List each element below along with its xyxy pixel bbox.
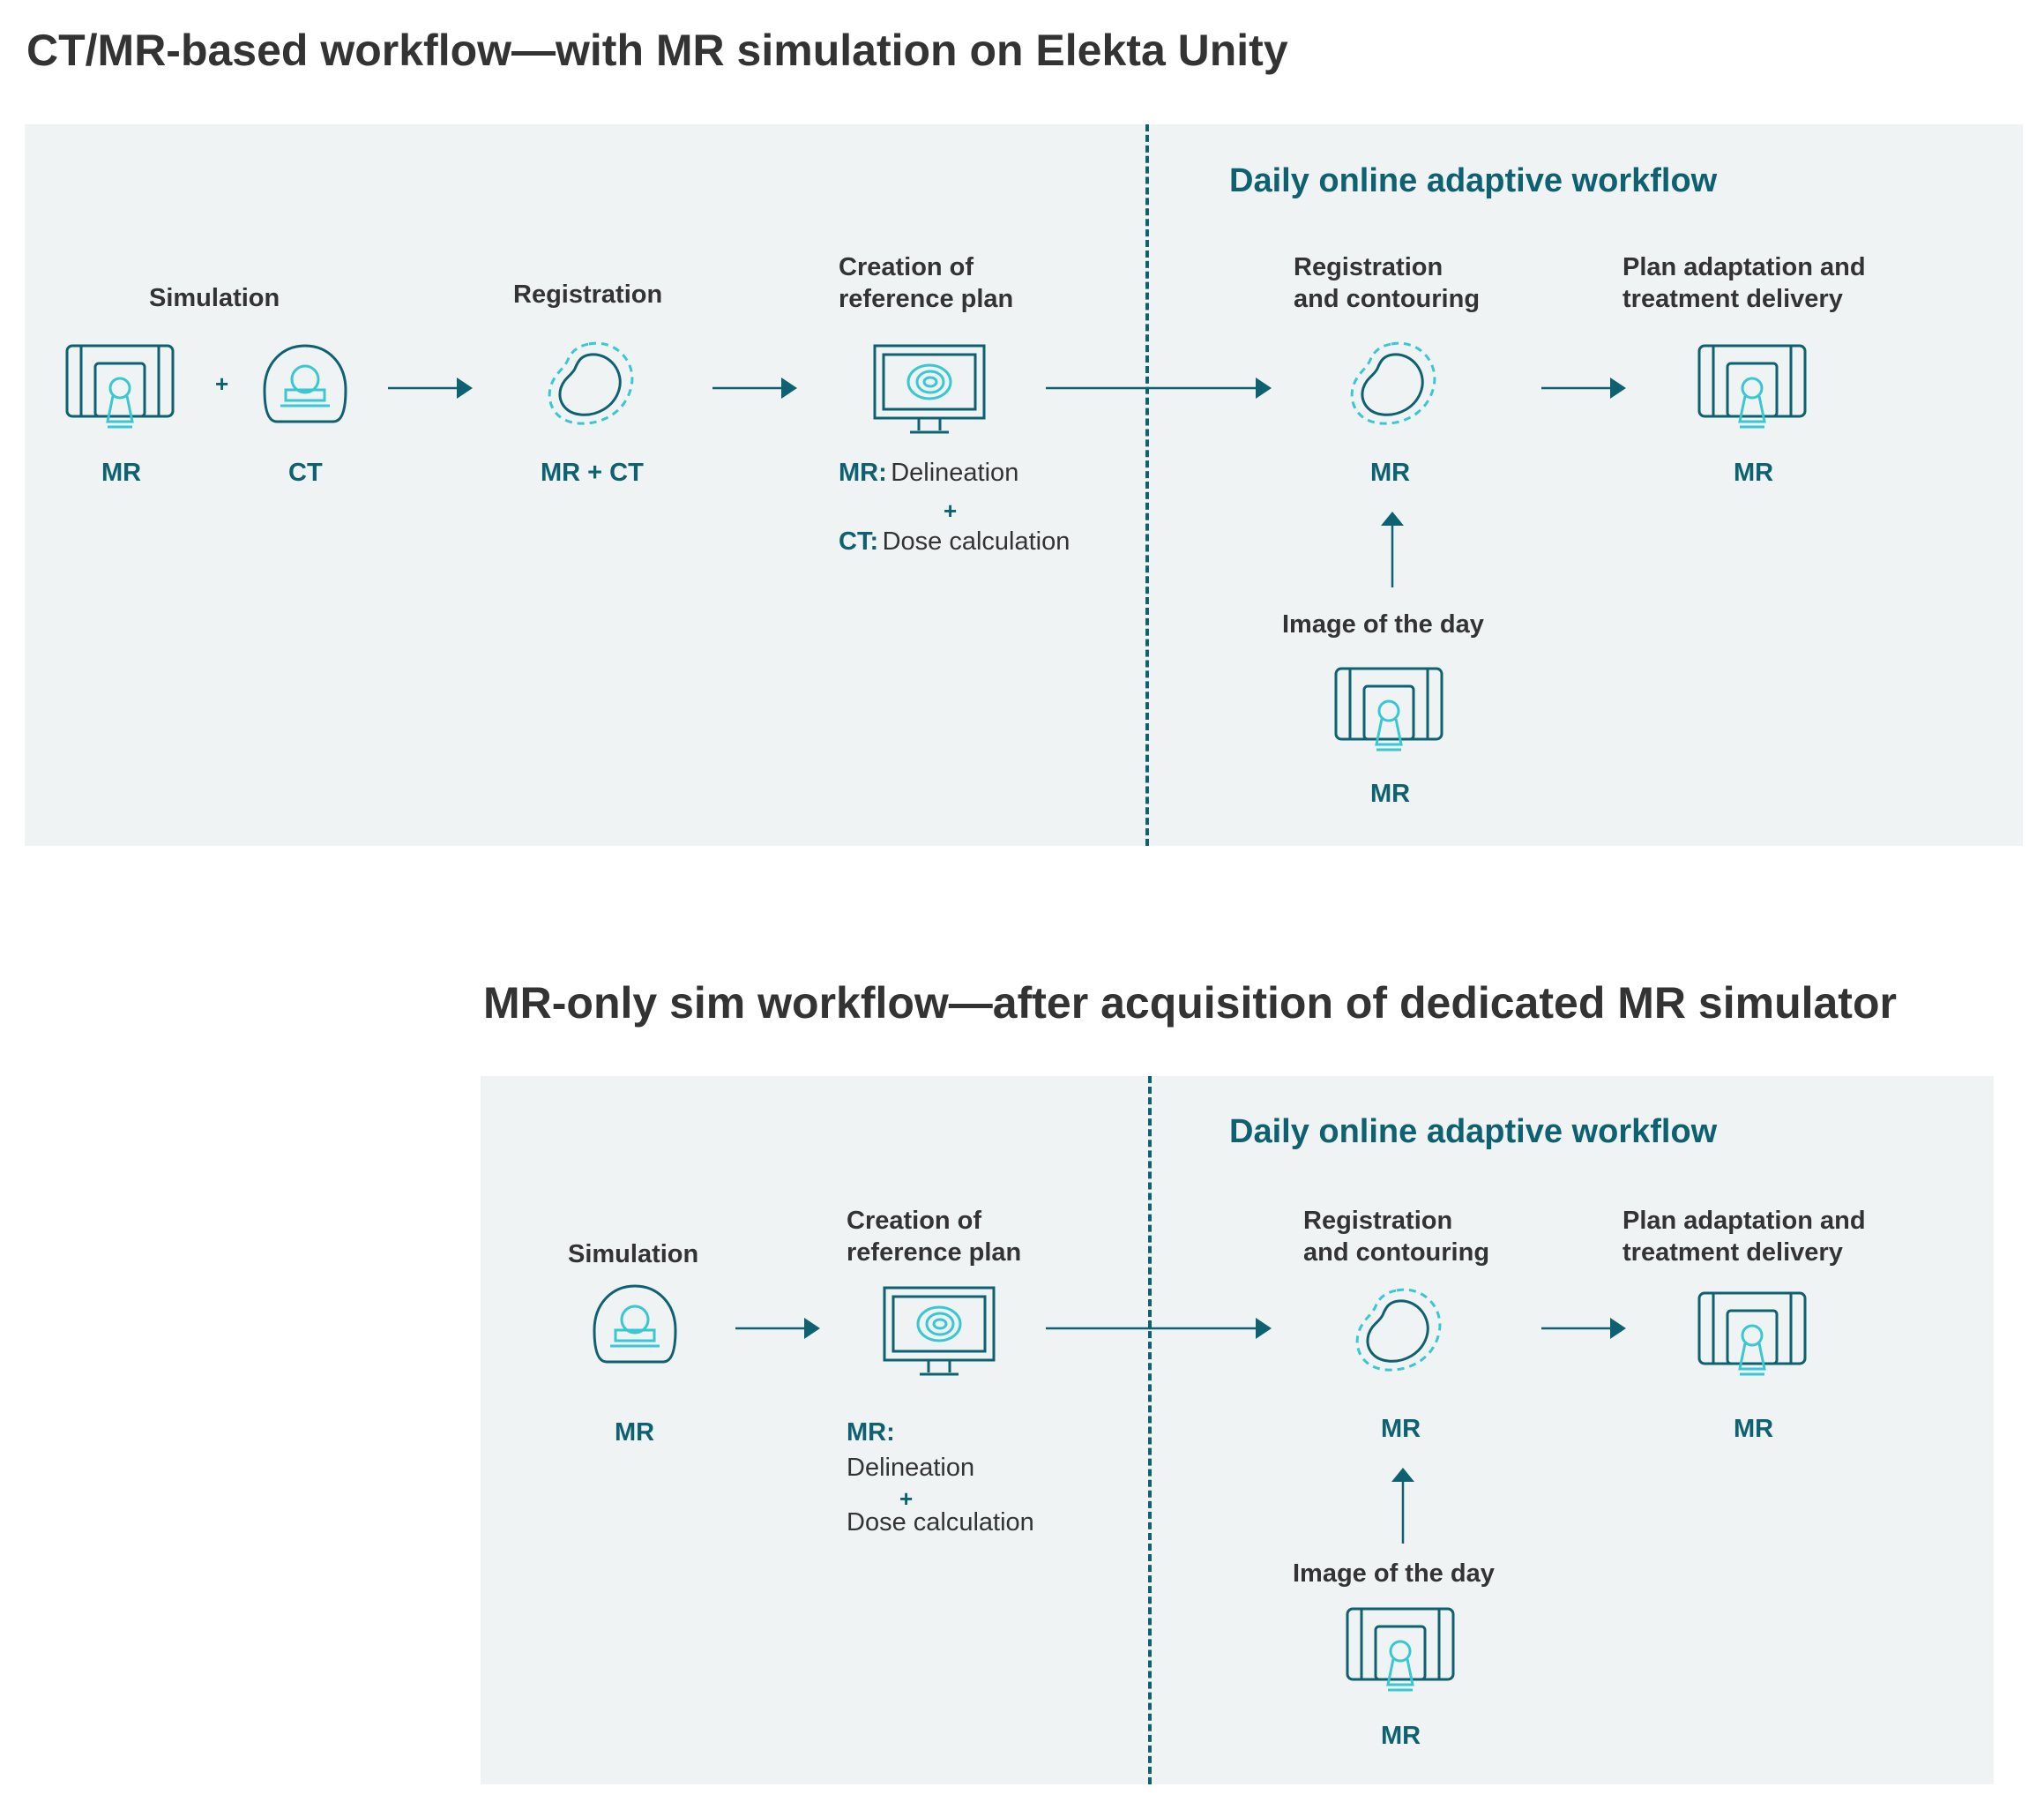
top-reference-plan-ct-line: CT: Dose calculation <box>839 527 1070 557</box>
flow-arrow-up <box>1391 1468 1414 1544</box>
bottom-reference-plan-label: Creation of reference plan <box>847 1207 1022 1267</box>
top-image-of-day-modality: MR <box>1370 780 1411 808</box>
bottom-image-of-day-modality: MR <box>1381 1722 1421 1750</box>
bottom-plan-adapt-label: Plan adaptation and treatment delivery <box>1623 1207 1866 1267</box>
top-simulation-ct-label: CT <box>288 459 323 487</box>
contour-outline-icon <box>548 341 634 425</box>
top-plan-adapt-label: Plan adaptation and treatment delivery <box>1623 253 1866 313</box>
bottom-workflow-panel <box>481 1076 1994 1784</box>
bottom-reg-contour-label: Registration and contouring <box>1303 1207 1490 1267</box>
top-plan-adapt-modality: MR <box>1734 459 1774 487</box>
mr-scanner-icon <box>593 1284 677 1364</box>
flow-arrow <box>712 378 797 399</box>
bottom-reference-plan-mr-prefix: MR: <box>847 1418 895 1447</box>
mr-linac-icon <box>1697 1291 1807 1376</box>
contour-outline-icon <box>1350 341 1436 425</box>
delineation-text: Delineation <box>891 459 1019 487</box>
top-reference-plan-plus: + <box>944 497 958 524</box>
flow-arrow-up <box>1381 512 1404 587</box>
bottom-simulation-label: Simulation <box>568 1240 699 1268</box>
flow-arrow <box>735 1318 820 1339</box>
mr-linac-icon <box>65 344 175 429</box>
mr-linac-icon <box>1346 1607 1455 1692</box>
top-registration-label: Registration <box>513 280 663 309</box>
top-reference-plan-label: Creation of reference plan <box>839 253 1014 313</box>
top-reg-contour-modality: MR <box>1370 459 1411 487</box>
bottom-reg-contour-modality: MR <box>1381 1415 1421 1443</box>
ct-scanner-icon <box>263 344 347 423</box>
flow-arrow <box>1046 1318 1272 1339</box>
monitor-icon <box>883 1286 996 1376</box>
mr-linac-icon <box>1697 344 1807 429</box>
top-daily-heading: Daily online adaptive workflow <box>1229 162 1718 199</box>
bottom-image-of-day-label: Image of the day <box>1293 1559 1495 1588</box>
top-phase-divider <box>1145 124 1149 846</box>
flow-arrow <box>388 378 473 399</box>
contour-outline-icon <box>1355 1288 1442 1372</box>
top-simulation-mr-label: MR <box>101 459 142 487</box>
bottom-delineation-text: Delineation <box>847 1454 975 1482</box>
flow-arrow <box>1046 378 1272 399</box>
bottom-dose-calculation-text: Dose calculation <box>847 1508 1034 1537</box>
bottom-reference-plan-plus: + <box>899 1485 914 1512</box>
flow-arrow <box>1541 378 1626 399</box>
top-image-of-day-label: Image of the day <box>1282 610 1484 639</box>
top-simulation-label: Simulation <box>149 284 280 312</box>
top-diagram-title: CT/MR-based workflow—with MR simulation … <box>26 26 1288 75</box>
bottom-daily-heading: Daily online adaptive workflow <box>1229 1113 1718 1150</box>
mr-linac-icon <box>1334 667 1443 751</box>
bottom-diagram-title: MR-only sim workflow—after acquisition o… <box>483 978 1897 1028</box>
top-reference-plan-mr-line: MR: Delineation <box>839 459 1018 488</box>
bottom-simulation-modality: MR <box>615 1418 655 1447</box>
ct-prefix: CT: <box>839 527 879 556</box>
top-simulation-plus: + <box>215 370 229 397</box>
bottom-plan-adapt-modality: MR <box>1734 1415 1774 1443</box>
dose-calculation-text: Dose calculation <box>882 527 1070 556</box>
top-reg-contour-label: Registration and contouring <box>1294 253 1481 313</box>
mr-prefix: MR: <box>839 459 887 487</box>
bottom-phase-divider <box>1148 1076 1152 1784</box>
monitor-icon <box>873 344 986 434</box>
top-registration-modality: MR + CT <box>541 459 644 487</box>
top-workflow-panel <box>25 124 2023 846</box>
flow-arrow <box>1541 1318 1626 1339</box>
